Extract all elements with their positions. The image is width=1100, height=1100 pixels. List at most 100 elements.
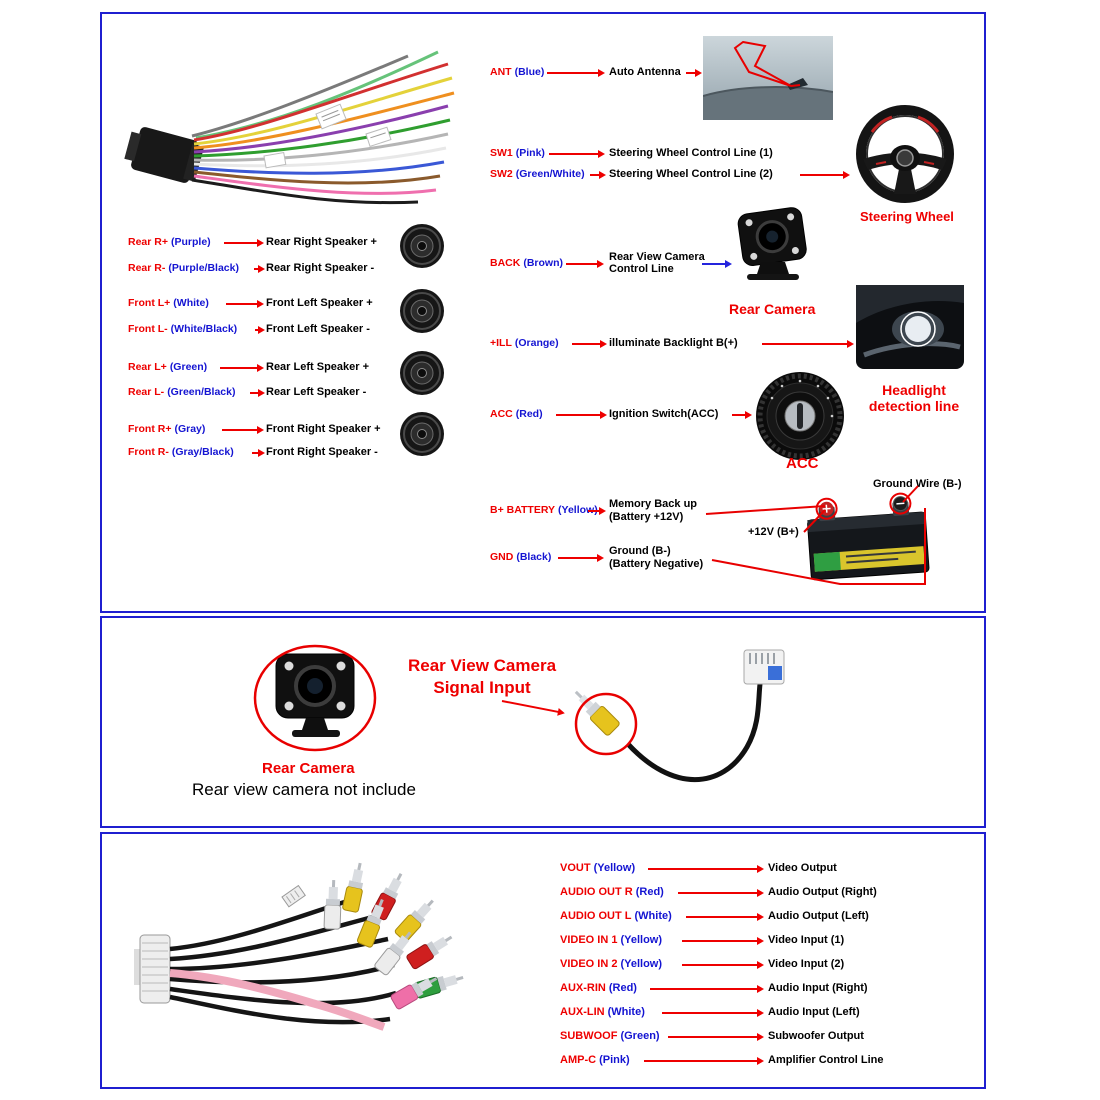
wire-color: (Purple) <box>170 236 211 248</box>
wire-code: Rear R+ <box>128 236 168 248</box>
wire-code: SUBWOOF <box>560 1030 618 1042</box>
wire-color: (Yellow) <box>620 958 663 970</box>
wire-color: (Gray) <box>174 423 206 435</box>
speaker-icon <box>398 287 446 335</box>
wire-desc-bplus-2: (Battery +12V) <box>609 511 684 523</box>
wire-code: Front R+ <box>128 423 172 435</box>
wire-label-front-r-plus: Front R+(Gray) <box>128 423 205 436</box>
arrow <box>678 889 764 897</box>
wire-code: Rear R- <box>128 262 166 274</box>
arrow <box>648 865 764 873</box>
wire-label-front-l-plus: Front L+(White) <box>128 297 209 310</box>
wire-desc-gnd-1: Ground (B-) <box>609 545 671 557</box>
battery-image <box>797 492 937 588</box>
rca-section-box <box>100 832 986 1089</box>
wire-desc-ant: Auto Antenna <box>609 66 681 78</box>
wire-code: AUDIO OUT L <box>560 910 632 922</box>
arrow <box>572 340 607 348</box>
headlight-label: Headlight detection line <box>858 382 970 414</box>
rca-desc: Audio Input (Right) <box>768 982 868 994</box>
wire-color: (White) <box>607 1006 645 1018</box>
wire-color: (White) <box>173 297 209 309</box>
camera-signal-cable-image <box>562 642 812 812</box>
wire-code: VIDEO IN 1 <box>560 934 618 946</box>
wire-color: (Orange) <box>514 337 559 349</box>
wire-code: SW2 <box>490 168 513 180</box>
arrow <box>549 150 605 158</box>
wire-color: (Pink) <box>515 147 545 159</box>
rca-desc: Audio Output (Right) <box>768 886 877 898</box>
wire-color: (Green/White) <box>515 168 585 180</box>
rca-label-video-in-1: VIDEO IN 1(Yellow) <box>560 934 662 947</box>
arrow <box>686 913 764 921</box>
wire-code: ACC <box>490 408 513 420</box>
wire-label-rear-r-plus: Rear R+(Purple) <box>128 236 211 249</box>
wire-code: BACK <box>490 257 521 269</box>
headlight-image <box>856 285 964 369</box>
wire-label-rear-l-minus: Rear L-(Green/Black) <box>128 386 235 399</box>
rear-camera-section-box <box>100 616 986 828</box>
wire-label-bplus: B+ BATTERY(Yellow) <box>490 504 598 517</box>
wire-code: AUDIO OUT R <box>560 886 633 898</box>
rca-desc: Audio Output (Left) <box>768 910 869 922</box>
wire-code: VIDEO IN 2 <box>560 958 618 970</box>
rca-label-aux-rin: AUX-RIN(Red) <box>560 982 637 995</box>
auto-antenna-image <box>702 36 834 120</box>
rear-camera-image-top <box>733 206 821 290</box>
arrow <box>222 426 264 434</box>
wire-label-sw2: SW2(Green/White) <box>490 168 585 181</box>
wire-desc: Rear Left Speaker - <box>266 386 367 398</box>
wire-color: (Green) <box>620 1030 660 1042</box>
wire-label-acc: ACC(Red) <box>490 408 543 421</box>
wire-desc: Front Right Speaker - <box>266 446 378 458</box>
rear-camera-label-top: Rear Camera <box>729 301 816 317</box>
arrow <box>254 265 265 273</box>
wire-color: (Brown) <box>523 257 564 269</box>
arrow <box>588 507 606 515</box>
rca-desc: Amplifier Control Line <box>768 1054 884 1066</box>
wire-desc: Rear Right Speaker - <box>266 262 375 274</box>
rear-view-camera-signal-title: Rear View Camera Signal Input <box>392 655 572 699</box>
wire-color: (Black) <box>516 551 552 563</box>
wire-color: (Green/Black) <box>167 386 236 398</box>
arrow <box>682 961 764 969</box>
steering-wheel-label: Steering Wheel <box>860 209 954 224</box>
wire-label-gnd: GND(Black) <box>490 551 551 564</box>
rca-harness-image <box>132 845 467 1073</box>
wire-color: (Red) <box>635 886 664 898</box>
wire-label-rear-l-plus: Rear L+(Green) <box>128 361 207 374</box>
wire-color: (Yellow) <box>593 862 636 874</box>
wire-label-sw1: SW1(Pink) <box>490 147 545 160</box>
rca-label-aux-lin: AUX-LIN(White) <box>560 1006 645 1019</box>
wire-color: (Red) <box>515 408 543 420</box>
wire-color: (Yellow) <box>558 504 598 516</box>
ignition-switch-image <box>754 370 846 462</box>
wire-code: Rear L+ <box>128 361 167 373</box>
wire-color: (White/Black) <box>170 323 238 335</box>
arrow <box>762 340 854 348</box>
rear-camera-image-middle <box>252 642 382 754</box>
title-line2: Signal Input <box>433 678 531 697</box>
wire-desc: Rear Right Speaker + <box>266 236 377 248</box>
wire-desc-sw1: Steering Wheel Control Line (1) <box>609 147 773 159</box>
arrow <box>662 1009 764 1017</box>
arrow <box>590 171 606 179</box>
wire-code: +ILL <box>490 337 512 349</box>
wire-code: AUX-RIN <box>560 982 606 994</box>
arrow <box>556 411 607 419</box>
rca-desc: Video Input (2) <box>768 958 845 970</box>
rca-desc: Video Input (1) <box>768 934 845 946</box>
wire-color: (Purple/Black) <box>168 262 239 274</box>
wire-color: (Red) <box>608 982 637 994</box>
wire-code: ANT <box>490 66 512 78</box>
wire-color: (White) <box>634 910 672 922</box>
arrow <box>220 364 264 372</box>
rca-desc: Video Output <box>768 862 837 874</box>
arrow <box>650 985 764 993</box>
wire-desc-bplus-1: Memory Back up <box>609 498 698 510</box>
wire-label-ill: +ILL(Orange) <box>490 337 559 350</box>
rca-desc: Subwoofer Output <box>768 1030 864 1042</box>
arrow <box>566 260 604 268</box>
wire-code: VOUT <box>560 862 591 874</box>
